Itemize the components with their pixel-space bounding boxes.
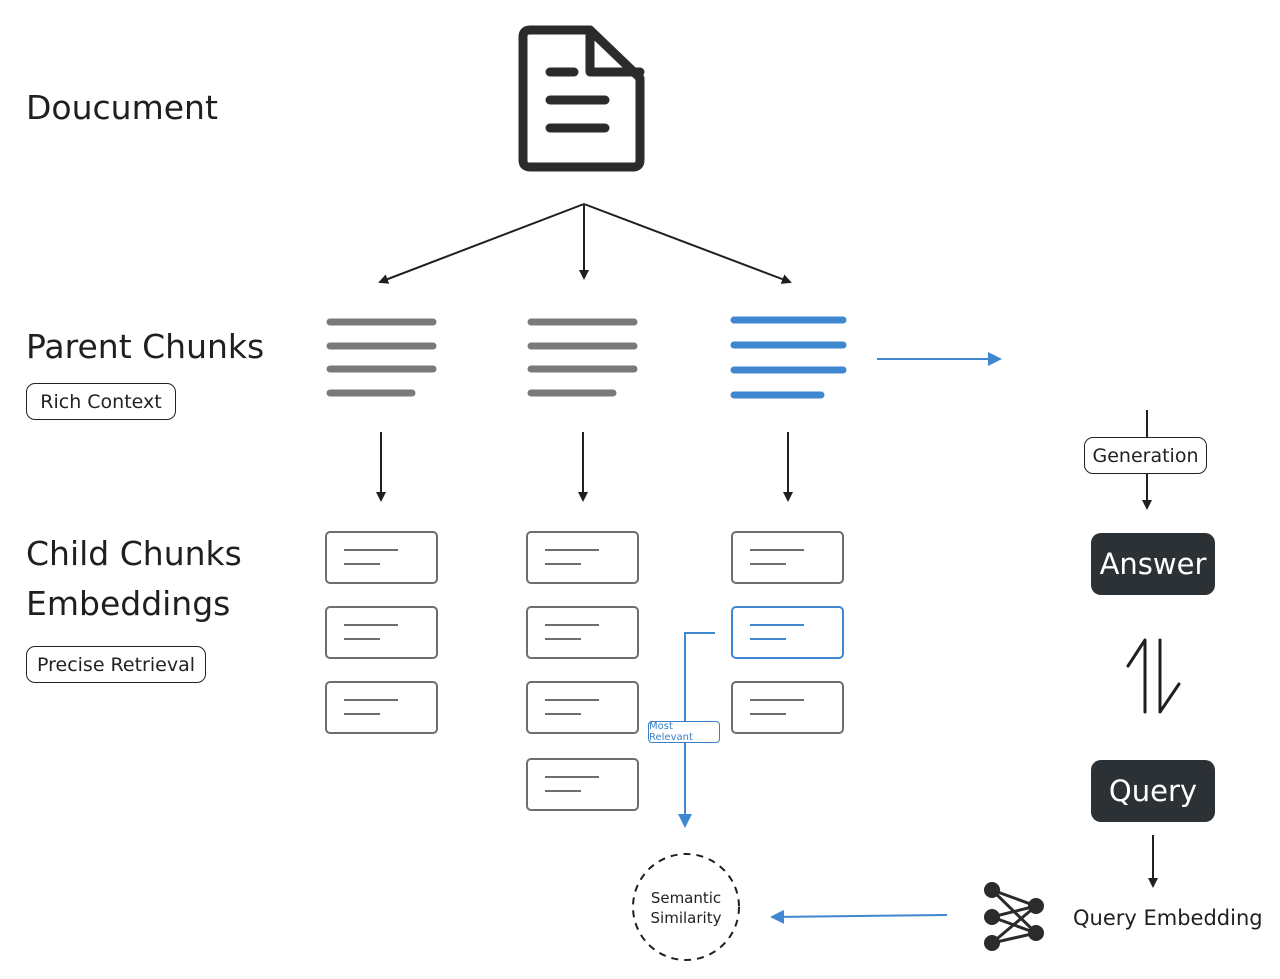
query-embedding-label: Query Embedding [1073, 906, 1263, 930]
child-chunk [526, 758, 639, 811]
up-down-arrows-icon [1126, 638, 1181, 714]
rich-context-badge: Rich Context [26, 383, 176, 420]
child-chunk-most-relevant [731, 606, 844, 659]
parent-chunk-3-highlighted [730, 316, 847, 399]
most-relevant-tag: Most Relevant [648, 721, 720, 743]
child-chunk [731, 681, 844, 734]
child-chunks-column-1 [325, 531, 438, 734]
query-box: Query [1091, 760, 1215, 822]
similarity-line: Similarity [650, 909, 722, 927]
child-chunk [731, 531, 844, 584]
most-relevant-connector [678, 632, 715, 828]
child-chunks-column-3 [731, 531, 844, 734]
parent-chunk-1 [326, 318, 437, 397]
neural-network-icon [984, 882, 1044, 951]
child-chunk [325, 531, 438, 584]
document-icon [518, 25, 645, 172]
parent-chunk-2 [527, 318, 638, 397]
child-chunk [325, 681, 438, 734]
child-chunk [526, 681, 639, 734]
parent-to-child-arrows [376, 432, 793, 502]
embedding-to-similarity-arrow [770, 909, 948, 924]
generation-arrows [1142, 410, 1158, 888]
document-branch-arrows [378, 203, 792, 284]
semantic-line: Semantic [650, 889, 722, 907]
embeddings-label: Embeddings [26, 584, 231, 623]
document-label: Doucument [26, 88, 218, 127]
answer-box: Answer [1091, 533, 1215, 595]
generation-badge: Generation [1084, 437, 1207, 474]
child-chunk [526, 606, 639, 659]
parent-chunks-label: Parent Chunks [26, 327, 265, 366]
semantic-similarity-label: Semantic Similarity [636, 888, 736, 928]
child-chunk [526, 531, 639, 584]
child-chunks-label: Child Chunks [26, 534, 242, 573]
child-chunks-column-2 [526, 531, 639, 811]
child-chunk [325, 606, 438, 659]
semantic-similarity-circle [632, 853, 740, 961]
precise-retrieval-badge: Precise Retrieval [26, 646, 206, 683]
